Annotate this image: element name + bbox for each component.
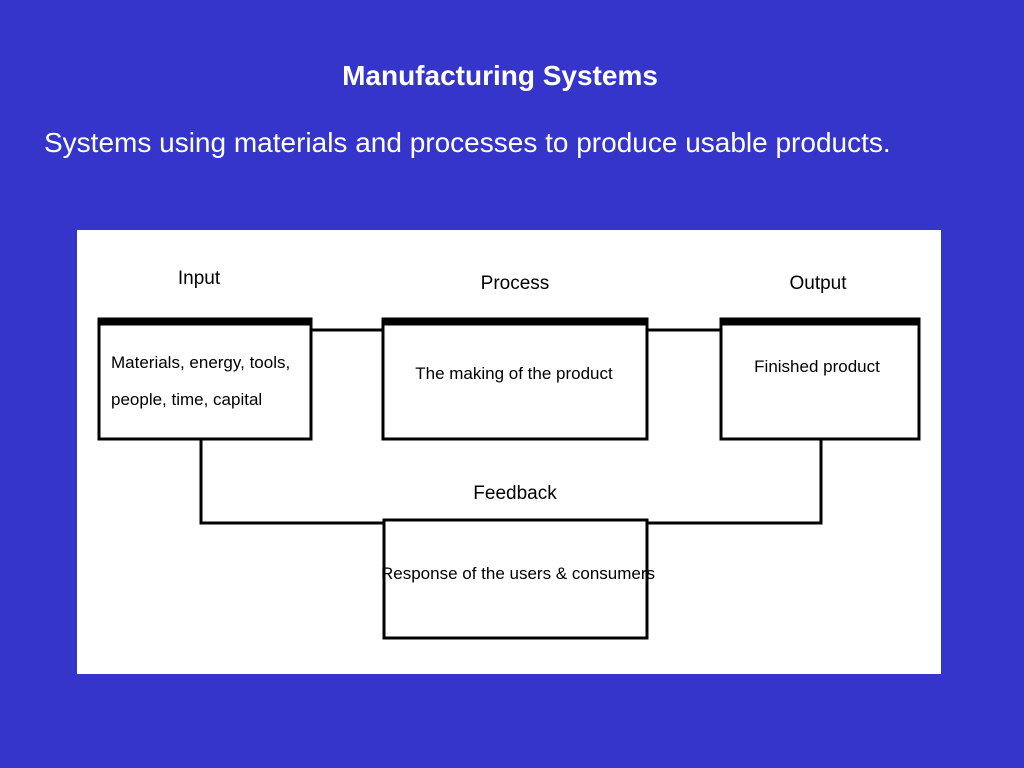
connector-feedback-input <box>199 439 384 525</box>
connector-lines <box>199 328 823 525</box>
process-text: The making of the product <box>415 364 613 383</box>
process-box <box>381 317 649 441</box>
system-diagram-svg: Input Process Output Feedback Materials,… <box>97 268 921 640</box>
input-text-line-1: Materials, energy, tools, <box>111 353 290 372</box>
slide-body-text: Systems using materials and processes to… <box>44 127 891 158</box>
output-box <box>719 317 921 441</box>
process-heading: Process <box>481 273 550 294</box>
input-heading: Input <box>178 268 221 289</box>
connector-output-feedback <box>648 439 823 525</box>
feedback-heading: Feedback <box>473 483 557 504</box>
feedback-box <box>382 518 649 640</box>
slide-title: Manufacturing Systems <box>342 60 658 91</box>
system-diagram: Input Process Output Feedback Materials,… <box>77 230 941 674</box>
feedback-text: Response of the users & consumers <box>381 564 655 583</box>
input-text-line-2: people, time, capital <box>111 390 262 409</box>
output-heading: Output <box>789 273 847 294</box>
input-box <box>97 317 313 441</box>
output-text: Finished product <box>754 357 880 376</box>
